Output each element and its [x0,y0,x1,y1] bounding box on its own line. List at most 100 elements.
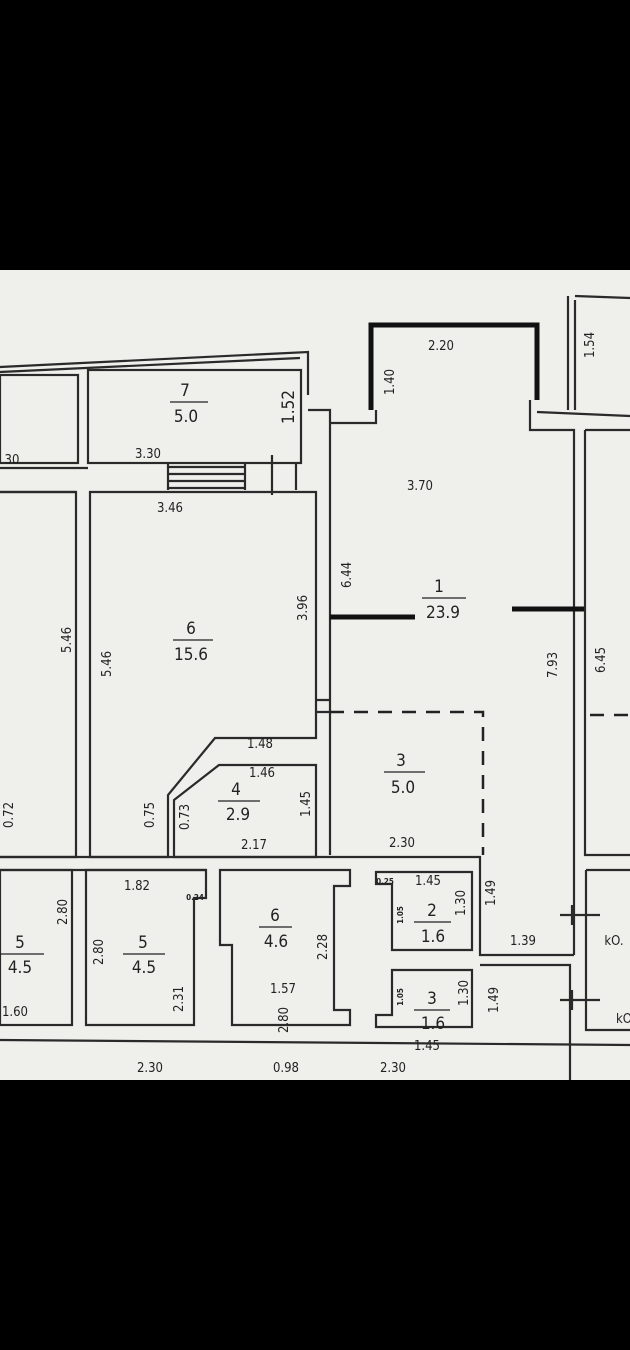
dimension: 1.30 [454,890,469,916]
wall-line [0,466,88,494]
dimension: 5.46 [100,651,115,677]
plan-label: 3 [427,989,437,1009]
wall-line [480,868,630,1080]
dimension: 2.30 [389,836,415,851]
dimension: 1.52 [279,390,299,424]
wall-line [0,855,330,872]
plan-label: 5.0 [174,407,198,427]
wall-line [330,400,576,955]
plan-label: 2 [427,901,437,921]
cut-label: kO [616,1012,630,1027]
room-5-label: 5 4.5 [123,933,165,978]
plan-label: 1.6 [421,927,445,947]
partition-bars [330,606,584,620]
room-6-label: 6 15.6 [173,619,213,665]
wall-line [270,455,298,495]
plan-label: 1 [434,577,444,597]
wall-line [374,968,474,1029]
dimension: 1.05 [396,906,405,924]
dimension: 0.72 [2,802,17,828]
wall-line [0,373,80,465]
room-7-label: 7 5.0 [170,381,208,427]
wall-line [218,868,352,1027]
cut-label: kO. [604,934,623,949]
plan-label: 5 [138,933,148,953]
wall-line [0,350,310,395]
wall-line [536,294,630,418]
dimension: 1.57 [270,982,296,997]
dimension: 2.80 [277,1007,292,1033]
dimension: 0.25 [376,877,394,886]
dimension: 2.30 [137,1061,163,1076]
dimension: 0.73 [178,804,193,830]
dimension: 2.31 [172,986,187,1012]
wall-line [583,428,630,857]
dimension: 30 [5,453,20,468]
plan-label: 6 [270,906,280,926]
floor-plan: 7 5.0 6 15.6 1 23.9 4 2.9 3 [0,270,630,1080]
plan-label: 4 [231,780,241,800]
plan-label: 4.5 [132,958,156,978]
wall-line [560,905,600,1010]
room-3-small-label: 3 1.6 [414,989,450,1034]
dimension: 1.05 [396,988,405,1006]
wall-line [316,698,330,714]
wall-line [368,322,540,410]
dimension: 0.75 [143,802,158,828]
dimension: 1.45 [415,874,441,889]
dimension: 6.45 [594,647,609,673]
plan-label: 6 [186,619,196,639]
plan-label: 4.6 [264,932,288,952]
walls [0,294,630,1080]
wall-line [308,408,332,855]
dimension: 1.39 [510,934,536,949]
wall-line [374,870,474,952]
plan-label: 3 [396,751,406,771]
dimension: 2.80 [92,939,107,965]
dimension: 2.17 [241,838,267,853]
dimension: 1.30 [457,980,472,1006]
dimension: 5.46 [60,627,75,653]
plan-label: 4.5 [8,958,32,978]
dimension: 2.28 [316,934,331,960]
dimension: 2.80 [56,899,71,925]
dimension: 1.82 [124,879,150,894]
wall-line [330,710,485,855]
plan-label: 1.6 [421,1014,445,1034]
dimension: 1.45 [414,1039,440,1054]
dimension: 3.46 [157,501,183,516]
dimension: 6.44 [340,562,355,588]
dimension: 0.98 [273,1061,299,1076]
wall-line [166,463,247,490]
dimension: 3.70 [407,479,433,494]
dimension: 1.45 [299,791,314,817]
plan-label: 5.0 [391,778,415,798]
wall-line [330,855,574,957]
dimension-labels: 1.52 3.30 30 3.46 2.20 1.40 1.54 3.70 6.… [2,332,630,1076]
plan-label: 15.6 [174,645,208,665]
dimension: 1.48 [247,737,273,752]
dimension: 1.46 [249,766,275,781]
dimension: 3.30 [135,447,161,462]
room-3-label: 3 5.0 [384,751,425,798]
dimension: 1.60 [2,1005,28,1020]
plan-label: 2.9 [226,805,250,825]
plan-label: 23.9 [426,603,460,623]
dimension: 2.20 [428,339,454,354]
room-2-label: 2 1.6 [414,901,451,947]
floor-plan-drawing: 7 5.0 6 15.6 1 23.9 4 2.9 3 [0,294,630,1080]
wall-line [0,356,301,374]
dimension: 1.40 [383,369,398,395]
plan-label: 5 [15,933,25,953]
dimension: 1.49 [484,880,499,906]
wall-line [86,368,303,465]
room-5-left-label: 5 4.5 [0,933,44,978]
dimension: 0.24 [186,893,204,902]
dimension: 1.49 [487,987,502,1013]
room-4-label: 4 2.9 [218,780,260,825]
wall-line [84,868,208,1027]
dimension: 1.54 [583,332,598,358]
dimension: 2.30 [380,1061,406,1076]
dimension: 3.96 [296,595,311,621]
